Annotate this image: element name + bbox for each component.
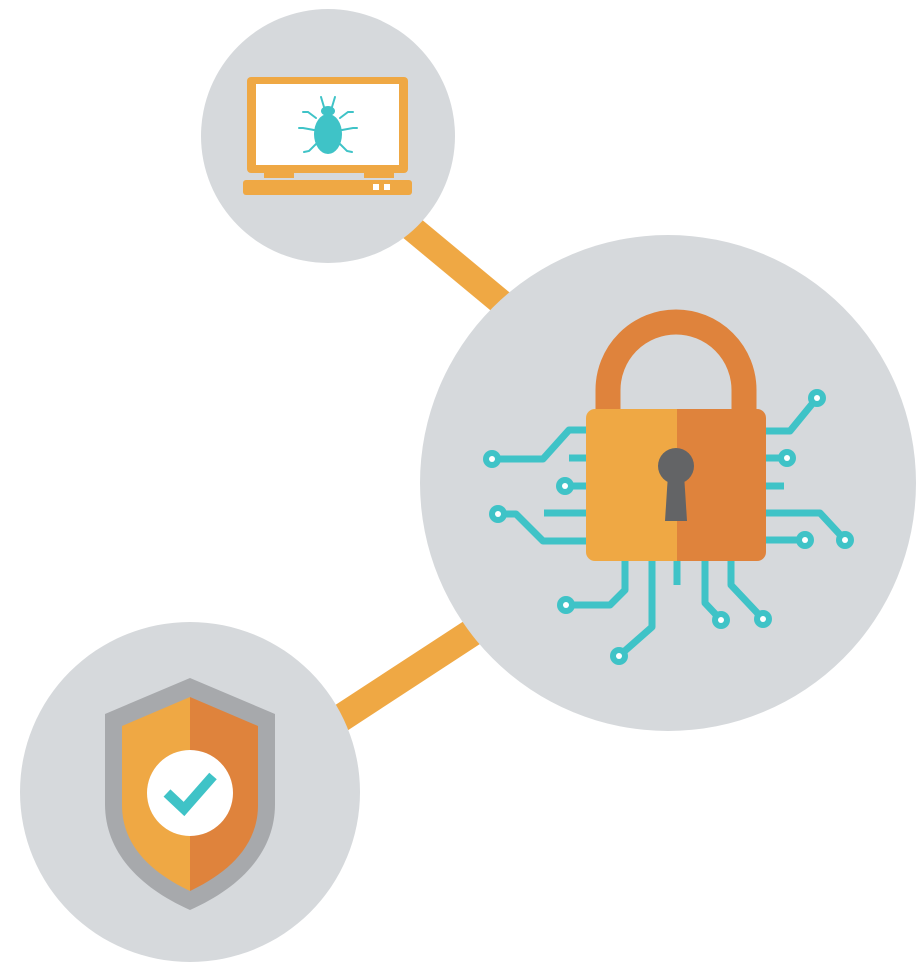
- laptop-base: [243, 180, 412, 195]
- bug-head: [321, 106, 335, 116]
- circuit-node: [836, 531, 854, 549]
- laptop-bug-icon: [243, 77, 412, 195]
- keyhole-icon: [658, 448, 694, 521]
- circuit-traces: [492, 395, 848, 659]
- padlock-body-left: [586, 409, 686, 561]
- circuit-node: [754, 610, 772, 628]
- laptop-node: [201, 9, 455, 263]
- circuit-node: [778, 449, 796, 467]
- connector-shield-to-lock: [330, 610, 496, 732]
- laptop-hinge-right: [364, 173, 394, 178]
- laptop-port-1: [373, 184, 379, 190]
- circuit-node: [489, 505, 507, 523]
- check-badge: [147, 750, 233, 836]
- shield-node: [20, 622, 360, 962]
- circuit-node: [808, 389, 826, 407]
- circuit-node: [557, 596, 575, 614]
- lock-node: [420, 235, 916, 731]
- bug-icon: [298, 96, 358, 154]
- laptop-hinge-left: [264, 173, 294, 178]
- bug-body: [314, 114, 342, 154]
- circuit-terminals: [483, 389, 854, 665]
- check-icon: [163, 772, 217, 817]
- circuit-node: [556, 477, 574, 495]
- bug-legs: [298, 96, 358, 153]
- shield-check-icon: [105, 678, 275, 910]
- laptop-port-2: [384, 184, 390, 190]
- circuit-node: [610, 647, 628, 665]
- circuit-node: [796, 531, 814, 549]
- circuit-node: [712, 611, 730, 629]
- padlock-shackle: [595, 309, 757, 412]
- circuit-node: [483, 450, 501, 468]
- circuit-padlock-icon: [483, 309, 854, 665]
- padlock-body-right: [677, 409, 766, 561]
